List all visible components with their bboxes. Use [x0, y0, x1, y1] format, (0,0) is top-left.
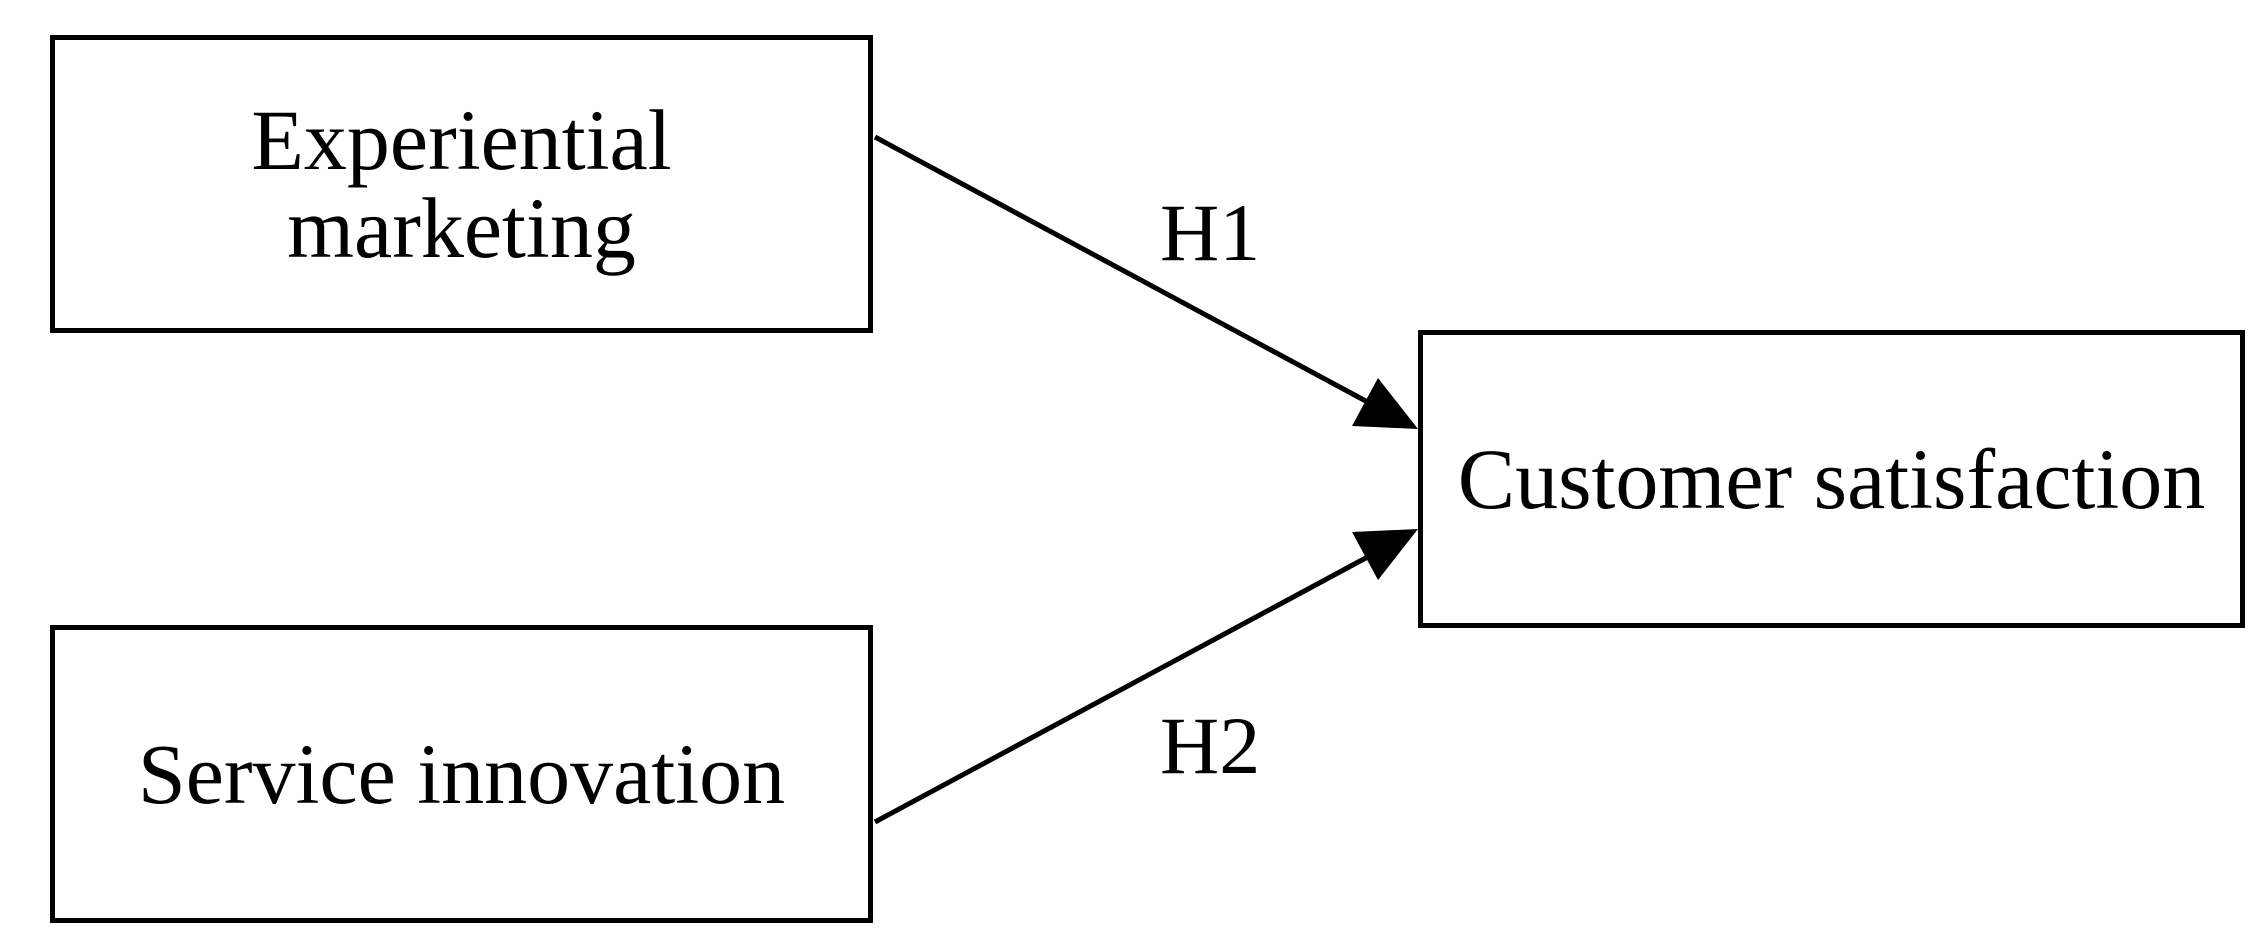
arrow-h2-head — [1352, 529, 1418, 580]
arrow-h1 — [873, 134, 1418, 429]
service-innovation-label: Service innovation — [137, 726, 786, 822]
experiential-marketing-box: Experiential marketing — [50, 35, 873, 333]
hypothesis-h1-label: H1 — [1160, 187, 1261, 278]
arrow-h2-line — [873, 550, 1377, 825]
customer-satisfaction-label: Customer satisfaction — [1457, 431, 2206, 527]
service-innovation-box: Service innovation — [50, 625, 873, 923]
arrow-h2 — [873, 529, 1418, 825]
experiential-marketing-label-line-2: marketing — [287, 180, 636, 276]
arrow-h1-head — [1352, 378, 1418, 429]
experiential-marketing-label-line-1: Experiential — [251, 92, 672, 188]
arrow-h1-line — [873, 134, 1377, 409]
hypothesis-h2-label: H2 — [1160, 700, 1261, 791]
customer-satisfaction-box: Customer satisfaction — [1418, 330, 2245, 628]
